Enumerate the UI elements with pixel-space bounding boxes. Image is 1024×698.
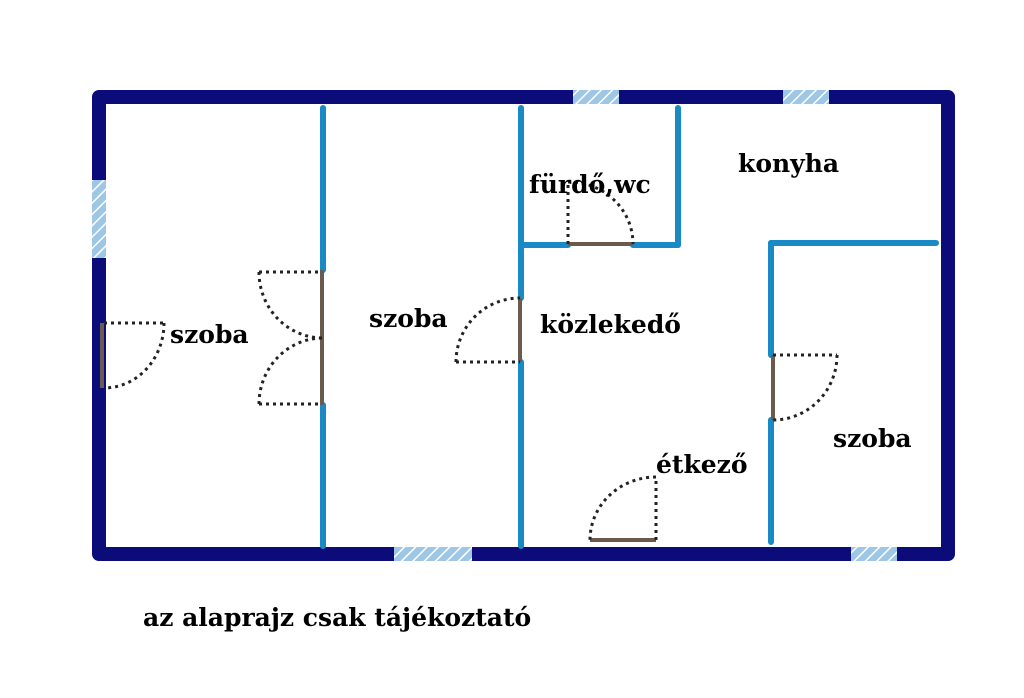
room-label-kozlekedo: közlekedő [540, 310, 681, 339]
room-label-etkezo: étkező [656, 450, 748, 479]
disclaimer-note: az alaprajz csak tájékoztató [143, 603, 532, 632]
outer-wall [92, 90, 955, 561]
window-bottom-1 [394, 547, 472, 561]
room-label-szoba-right: szoba [833, 424, 912, 453]
room-label-szoba-middle: szoba [369, 304, 448, 333]
window-top-1 [573, 90, 619, 104]
door-corridor-room [454, 296, 522, 364]
door-bathroom [566, 180, 635, 246]
window-bottom-2 [851, 547, 897, 561]
room-label-szoba-left: szoba [170, 320, 249, 349]
door-right-room [771, 353, 839, 422]
double-door [257, 270, 324, 406]
inner-walls [320, 105, 939, 549]
room-label-furdo-wc: fürdő,wc [529, 170, 651, 199]
window-top-2 [783, 90, 829, 104]
door-left-entrance [100, 321, 166, 390]
room-label-konyha: konyha [738, 149, 839, 178]
door-entrance-bottom [588, 475, 658, 542]
window-left [92, 180, 106, 258]
